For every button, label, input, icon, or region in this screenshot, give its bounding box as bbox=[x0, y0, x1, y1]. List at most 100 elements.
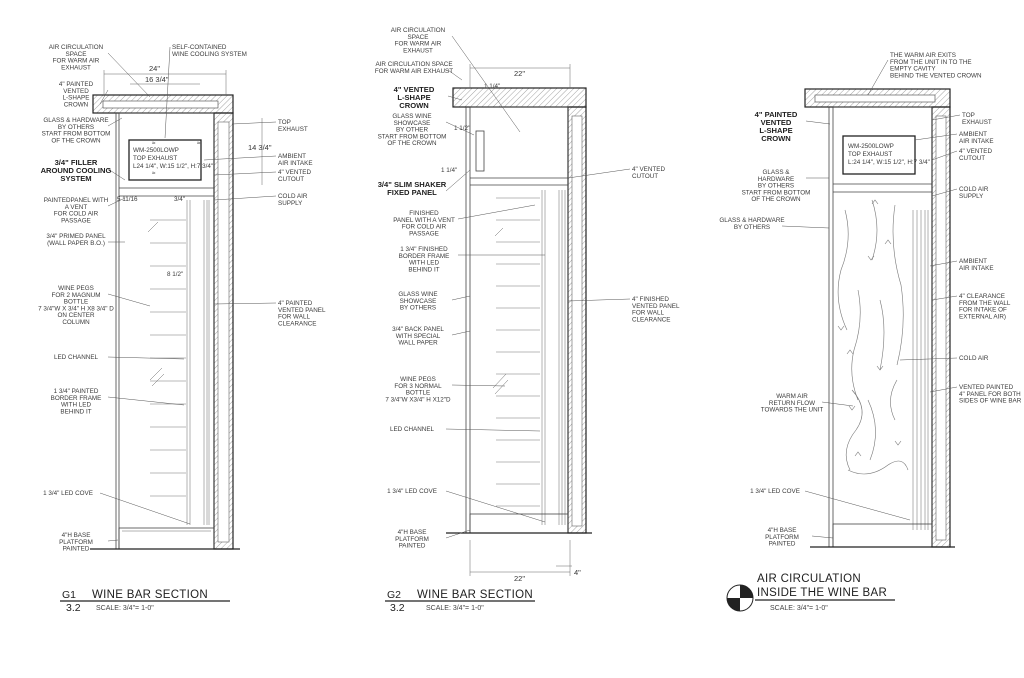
air-flow-arrow bbox=[867, 399, 876, 461]
g1-left-label-line: (WALL PAPER B.O.) bbox=[47, 240, 105, 247]
g1-right-label-line: FOR WALL bbox=[278, 314, 310, 321]
g2-left-label-line: BY OTHERS bbox=[400, 305, 436, 312]
leader-line bbox=[107, 197, 126, 207]
g1-unit-model: WM-2500LOWP bbox=[133, 147, 179, 154]
g3-right-label-line: VENTED PAINTED bbox=[959, 384, 1014, 391]
g1-dim-vent: 5 11/16 bbox=[117, 196, 138, 203]
g1-dim-shelf: 8 1/2" bbox=[167, 271, 183, 278]
g2-left-label-line: AIR CIRCULATION SPACE bbox=[375, 61, 452, 68]
g2-left-label-line: AIR CIRCULATION bbox=[391, 27, 446, 34]
cooling-mark-icon: ≈ bbox=[152, 170, 156, 177]
g2-scale: SCALE: 3/4"= 1-0" bbox=[426, 605, 484, 612]
leader-line bbox=[107, 293, 151, 307]
leader-line bbox=[107, 168, 126, 181]
g2-left-label-line: 1 3/4" FINISHED bbox=[400, 246, 448, 253]
g1-left-label-line: L-SHAPE bbox=[63, 95, 90, 102]
g2-left-label-line: SHOWCASE bbox=[394, 120, 431, 127]
g2-left-label: 1 3/4" LED COVE bbox=[387, 488, 437, 495]
g2-left-label-line: WINE PEGS bbox=[400, 376, 436, 383]
g1-left-label-line: AIR CIRCULATION bbox=[49, 44, 104, 51]
g3-unit-model: WM-2500LOWP bbox=[848, 143, 894, 150]
g3-left-label-line: L-SHAPE bbox=[759, 126, 792, 135]
g2-crown bbox=[452, 87, 587, 108]
g3-right-label-line: EXTERNAL AIR) bbox=[959, 313, 1006, 320]
g3-right-label-line: CUTOUT bbox=[959, 155, 985, 162]
g3-right-label-line: COLD AIR bbox=[959, 355, 989, 362]
leader-line bbox=[445, 121, 475, 136]
g2-base bbox=[469, 513, 569, 534]
g1-left-label-line: WINE PEGS bbox=[58, 285, 94, 292]
g2-right-label-line: CLEARANCE bbox=[632, 316, 671, 323]
g2-cabinet bbox=[469, 106, 569, 534]
leader-line bbox=[451, 330, 471, 336]
g1-left-label-line: COLUMN bbox=[62, 319, 90, 326]
g3-top-note-line: FROM THE UNIT IN TO THE bbox=[890, 59, 972, 66]
g3-left-label-line: BY OTHERS bbox=[758, 183, 794, 190]
leader-line bbox=[445, 490, 546, 523]
leader-line bbox=[445, 529, 471, 539]
g1-left-label: 1 3/4" LED COVE bbox=[43, 490, 93, 497]
leader-line bbox=[107, 539, 119, 542]
g1-cooling-unit bbox=[128, 139, 202, 181]
air-flow-arrowhead-icon bbox=[876, 365, 884, 371]
g3-scale: SCALE: 3/4"= 1-0" bbox=[770, 605, 828, 612]
g3-left-label-line: 1 3/4" LED COVE bbox=[750, 488, 800, 495]
g2-dim-base: 4" bbox=[574, 568, 581, 577]
g3-left-label: 1 3/4" LED COVE bbox=[750, 488, 800, 495]
g1-left-label-line: VENTED bbox=[63, 88, 89, 95]
g1-left-label-line: A VENT bbox=[65, 204, 88, 211]
g1-dim-gap: 3/4" bbox=[174, 196, 185, 203]
g1-left-label-line: PASSAGE bbox=[61, 217, 91, 224]
air-flow-arrowhead-icon bbox=[894, 440, 902, 446]
g3-right-label-line: 4" CLEARANCE bbox=[959, 293, 1005, 300]
g3-unit-size: L:24 1/4", W:15 1/2", H:7 3/4" bbox=[848, 159, 930, 166]
g3-left-label-line: WARM AIR bbox=[776, 393, 808, 400]
leader-line bbox=[567, 168, 631, 179]
g1-left-label-line: 1 3/4" PAINTED bbox=[54, 388, 99, 395]
g2-left-label-line: FOR 3 NORMAL bbox=[394, 383, 442, 390]
leader-line bbox=[213, 302, 277, 305]
g1-left-label-line: 4"H BASE bbox=[62, 532, 91, 539]
g1-left-label-line: 3/4" FILLER bbox=[55, 158, 98, 167]
g1-right-label-line: 4" VENTED bbox=[278, 169, 311, 176]
g1-left-label-line: BOTTLE bbox=[64, 299, 89, 306]
g1-dim-right: 14 3/4" bbox=[248, 143, 272, 152]
g1-left-label-line: 4" PAINTED bbox=[59, 81, 94, 88]
g1-scale: SCALE: 3/4"= 1-0" bbox=[96, 605, 154, 612]
g3-left-label-line: HARDWARE bbox=[758, 176, 795, 183]
air-flow-arrowhead-icon bbox=[867, 255, 875, 261]
g3-left-label-line: 4"H BASE bbox=[768, 527, 797, 534]
g2-left-label-line: PAINTED bbox=[399, 543, 426, 550]
g2-left-label-line: FINISHED bbox=[409, 210, 439, 217]
g1-left-label-line: GLASS & HARDWARE bbox=[43, 117, 108, 124]
g1-cabinet bbox=[118, 112, 215, 550]
g2-left-label-line: FOR WARM AIR EXHAUST bbox=[375, 68, 453, 75]
g1-right-label-line: AIR INTAKE bbox=[278, 160, 313, 167]
g3-left-label-line: OF THE CROWN bbox=[751, 196, 801, 203]
g2-left-label-line: PASSAGE bbox=[409, 230, 439, 237]
g1-right-label-line: EXHAUST bbox=[278, 126, 308, 133]
g1-left-label-line: EXHAUST bbox=[61, 64, 91, 71]
g2-dim-crown-c: 1 1/4" bbox=[441, 167, 457, 174]
g2-left-label-line: EXHAUST bbox=[403, 47, 433, 54]
g1-sheet: 3.2 bbox=[66, 602, 81, 614]
g1-right-label-line: COLD AIR bbox=[278, 193, 308, 200]
g2-right-label-line: 4" VENTED bbox=[632, 166, 665, 173]
g2-left-label-line: START FROM BOTTOM bbox=[378, 133, 447, 140]
g2-left-label-line: FOR WARM AIR bbox=[395, 41, 442, 48]
leader-line bbox=[107, 117, 123, 127]
leader-line bbox=[567, 298, 631, 302]
g1-left-label-line: LED CHANNEL bbox=[54, 354, 99, 361]
g1-left-label-line: FOR 2 MAGNUM bbox=[52, 292, 101, 299]
